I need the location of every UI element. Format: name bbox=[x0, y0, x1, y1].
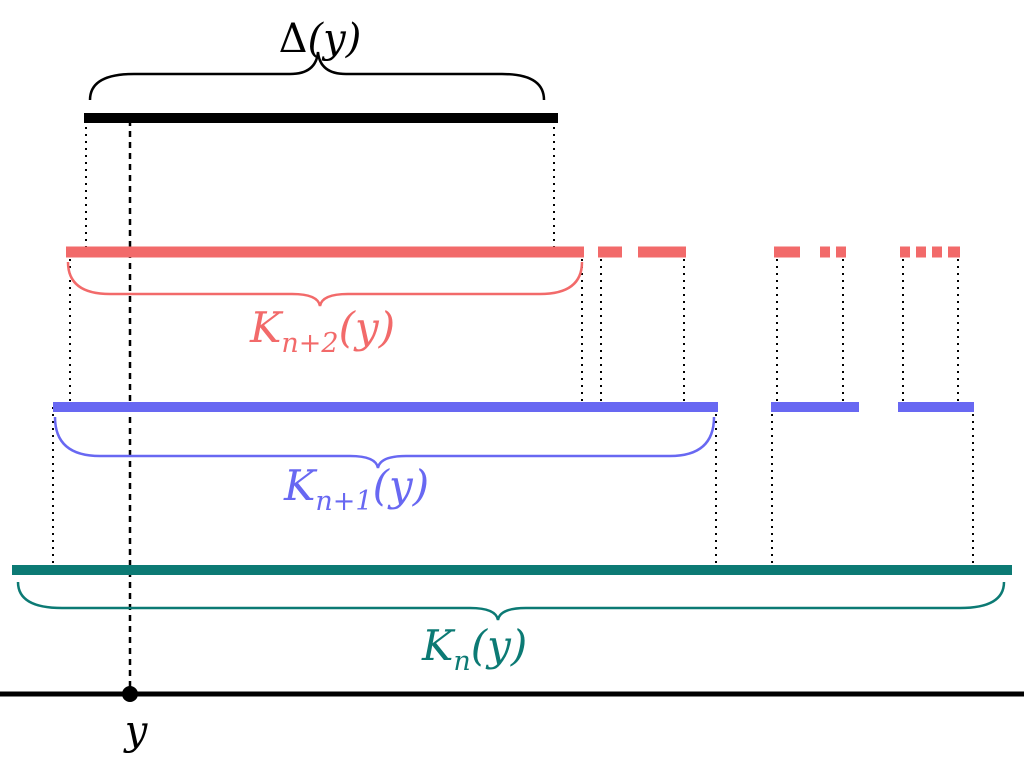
delta-argument: (y) bbox=[308, 16, 362, 62]
delta-label: Δ(y) bbox=[279, 16, 362, 62]
projection-lines bbox=[52, 120, 974, 570]
delta-group: Δ(y) bbox=[84, 16, 558, 123]
k-n-plus-2-brace bbox=[66, 261, 584, 307]
k-n-plus-2-label: Kn+2(y) bbox=[249, 303, 395, 359]
k-n-plus-1-brace bbox=[53, 416, 716, 469]
k-n-letter: K bbox=[421, 621, 456, 670]
k-n-group: Kn(y) bbox=[12, 565, 1012, 677]
k-n-label: Kn(y) bbox=[421, 621, 527, 677]
point-y-label: y bbox=[123, 708, 149, 754]
k-n-plus-1-subscript: n+1 bbox=[315, 486, 372, 517]
k-n-plus-2-subscript: n+2 bbox=[281, 328, 338, 359]
k-n-argument: (y) bbox=[471, 621, 528, 670]
k-n-plus-1-group: Kn+1(y) bbox=[53, 402, 974, 517]
point-y-marker bbox=[122, 686, 138, 702]
k-n-plus-2-letter: K bbox=[249, 303, 284, 352]
k-n-plus-1-letter: K bbox=[283, 461, 318, 510]
k-n-plus-1-argument: (y) bbox=[373, 461, 430, 510]
delta-symbol: Δ bbox=[279, 16, 308, 62]
k-n-subscript: n bbox=[453, 646, 470, 677]
k-n-plus-2-group: Kn+2(y) bbox=[66, 246, 960, 359]
delta-brace bbox=[88, 51, 546, 101]
k-n-plus-2-argument: (y) bbox=[339, 303, 396, 352]
point-y-group: y bbox=[122, 686, 149, 754]
k-n-brace bbox=[16, 581, 1006, 621]
k-n-plus-1-label: Kn+1(y) bbox=[283, 461, 429, 517]
